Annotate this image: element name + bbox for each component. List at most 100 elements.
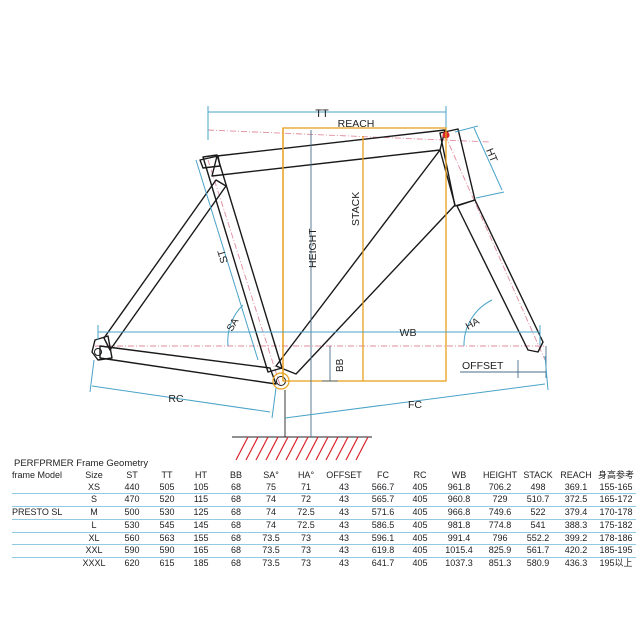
table-cell: 43 [324,532,364,546]
table-cell: 43 [338,557,349,568]
ha-angle: HA [463,299,493,347]
offset-label: OFFSET [462,360,504,372]
table-cell: 405 [402,519,438,533]
table-cell: 43 [324,519,364,533]
table-cell: 966.8 [438,506,480,520]
table-cell: XL [74,532,114,546]
table-cell: 185 [193,557,209,568]
table-cell: 388.3 [556,519,596,533]
table-cell: 73 [288,532,324,546]
bb-label: BB [335,358,346,372]
table-cell: 530 [150,506,184,520]
model-cell [12,544,74,558]
table-cell: 552.2 [520,532,556,546]
table-cell: 405 [402,506,438,520]
column-header: BB [229,470,242,480]
table-cell: 73 [288,544,324,558]
table-cell: 405 [412,557,428,568]
column-header: SA° [263,470,279,480]
table-cell: 399.2 [556,532,596,546]
table-cell: 436.3 [564,557,588,568]
column-header: OFFSET [326,470,362,480]
column-header: HT [195,470,207,480]
table-cell: 68 [230,557,241,568]
table-cell: 420.2 [556,544,596,558]
table-cell: 615 [159,557,175,568]
table-cell: 851.3 [488,557,512,568]
sa-angle: SA [225,304,244,347]
table-cell: 510.7 [520,493,556,508]
model-cell [12,519,74,533]
table-cell: 796 [480,532,520,546]
table-cell: 74 [254,519,288,533]
model-cell: PRESTO SL [12,506,74,520]
bb-dimension: BB [322,346,346,382]
reach-label: REACH [338,118,375,130]
height-dimension: HEIGHT [307,130,319,437]
frame-geometry-diagram: TT REACH STACK HEIGHT HT ST SA HA WB [89,106,549,461]
table-cell: 155 [184,532,218,546]
table-cell: 105 [184,481,218,495]
table-cell: 470 [114,493,150,508]
table-cell: XS [74,481,114,495]
model-cell [12,557,74,569]
table-cell: 369.1 [556,481,596,495]
table-cell: 590 [114,544,150,558]
table-cell: 825.9 [480,544,520,558]
table-cell: S [74,493,114,508]
table-cell: 440 [114,481,150,495]
table-cell: 68 [218,506,254,520]
table-cell: 405 [402,532,438,546]
tt-dimension: TT [207,106,447,140]
fc-label: FC [408,399,422,411]
table-cell: 68 [218,519,254,533]
table-cell: 74 [254,506,288,520]
table-cell: 405 [402,544,438,558]
table-cell: 981.8 [438,519,480,533]
column-header: TT [161,470,173,480]
table-cell: 620 [124,557,140,568]
ht-dimension: HT [454,125,505,199]
table-cell: 405 [402,481,438,495]
table-cell: 43 [324,544,364,558]
table-cell: 1015.4 [438,544,480,558]
center-axes [95,129,546,386]
table-cell: 580.9 [526,557,550,568]
table-cell: 563 [150,532,184,546]
sa-label: SA [225,316,241,333]
column-header: Size [85,470,103,480]
table-cell: 43 [324,493,364,508]
table-cell: 165 [184,544,218,558]
stack-label: STACK [350,192,362,226]
table-cell: 586.5 [364,519,402,533]
table-cell: 1037.3 [445,557,473,568]
table-cell: 405 [402,493,438,508]
column-header: HA° [297,470,315,480]
st-dimension: ST [195,159,259,361]
table-cell: 185-195 [596,544,636,558]
table-cell: 195以上 [599,557,633,568]
table-cell: XXXL [82,557,106,568]
table-cell: 75 [254,481,288,495]
table-cell: 178-186 [596,532,636,546]
table-cell: 68 [218,544,254,558]
fc-dimension: FC [284,355,549,419]
rc-label: RC [168,393,184,405]
table-cell: 68 [218,493,254,508]
model-header: frame Model [12,470,63,480]
table-cell: 155-165 [596,481,636,495]
table-cell: 43 [324,506,364,520]
table-cell: 372.5 [556,493,596,508]
table-cell: 73.5 [254,544,288,558]
wb-dimension: WB [97,325,541,345]
table-cell: 72 [288,493,324,508]
table-cell: 560 [114,532,150,546]
table-cell: 960.8 [438,493,480,508]
table-title: PERFPRMER Frame Geometry [14,458,149,469]
table-cell: 498 [520,481,556,495]
